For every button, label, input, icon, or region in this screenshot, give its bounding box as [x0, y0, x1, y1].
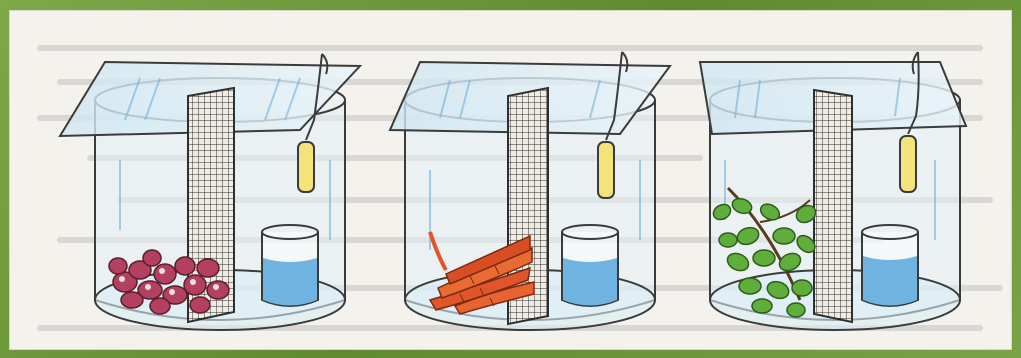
- beaker-water: [563, 258, 617, 306]
- beaker-water: [263, 258, 317, 306]
- wire-mesh-partition: [814, 90, 852, 322]
- lime-water-tube: [598, 142, 614, 198]
- lime-water-tube: [298, 142, 314, 192]
- beaker-water: [863, 256, 917, 306]
- lime-water-tube: [900, 136, 916, 192]
- jar-panel-carrots: [390, 52, 670, 330]
- jar-panel-seeds: [60, 54, 360, 330]
- jar-panel-branch: [700, 52, 966, 330]
